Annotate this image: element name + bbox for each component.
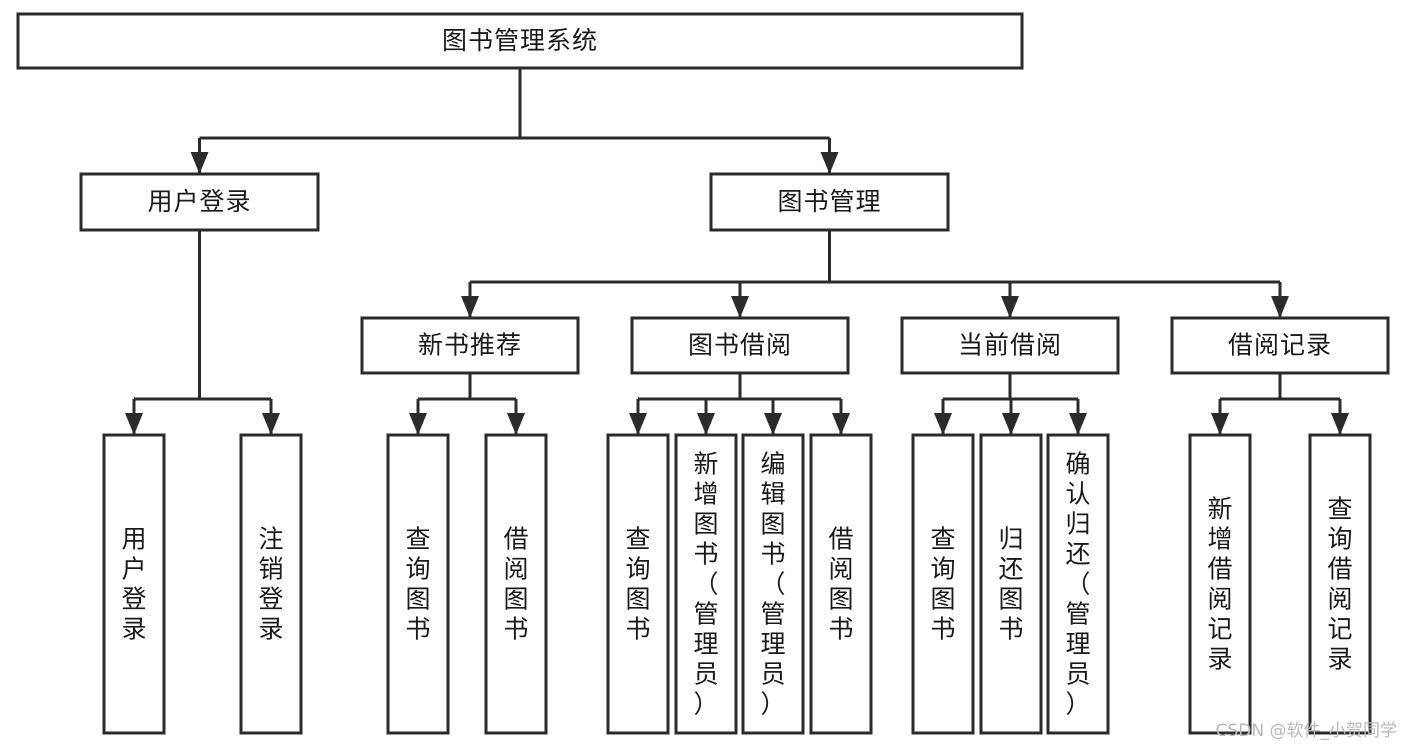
node-box-leaf-borrow-book-1 [484,433,548,735]
node-box-new-book-recommend [360,316,580,375]
arrow-icon-leaf-user-login [125,413,143,435]
node-borrow-record[interactable]: 借阅记录 [1170,316,1390,375]
node-leaf-add-borrow-record[interactable]: 新增借阅记录 [1188,433,1252,735]
node-leaf-edit-book-admin[interactable]: 编辑图书（管理员） [741,433,805,735]
edge-group-current-borrow [934,373,1087,435]
arrow-icon-current-borrow [1001,296,1019,318]
node-current-borrow[interactable]: 当前借阅 [900,316,1120,375]
arrow-icon-book-borrow [731,296,749,318]
arrow-icon-leaf-query-book-1 [409,413,427,435]
node-box-user-login [79,172,320,232]
arrow-icon-leaf-borrow-book-2 [832,413,850,435]
node-label-new-book-recommend: 新书推荐 [418,331,522,360]
arrow-icon-leaf-borrow-book-1 [507,413,525,435]
node-label-book-borrow: 图书借阅 [688,331,792,360]
node-leaf-query-book-3[interactable]: 查询图书 [911,433,975,735]
arrow-icon-leaf-query-book-3 [934,413,952,435]
node-label-leaf-borrow-book-1: 借阅图书 [503,524,528,643]
node-label-leaf-borrow-book-2: 借阅图书 [828,524,853,643]
node-book-borrow[interactable]: 图书借阅 [630,316,850,375]
arrow-icon-leaf-edit-book-admin [764,413,782,435]
edge-group-borrow-record [1211,373,1349,435]
node-label-leaf-add-book-admin: 新增图书（管理员） [693,449,718,718]
arrow-icon-new-book-recommend [461,296,479,318]
node-box-leaf-confirm-return-admin [1046,433,1110,735]
node-leaf-add-book-admin[interactable]: 新增图书（管理员） [674,433,738,735]
arrow-icon-leaf-query-book-2 [629,413,647,435]
arrow-icon-leaf-query-borrow-record [1331,413,1349,435]
node-leaf-query-borrow-record[interactable]: 查询借阅记录 [1308,433,1372,735]
node-box-leaf-user-logout [239,433,303,735]
node-user-login[interactable]: 用户登录 [79,172,320,232]
node-box-leaf-add-borrow-record [1188,433,1252,735]
node-label-leaf-confirm-return-admin: 确认归还（管理员） [1065,449,1090,718]
edges-layer [125,68,1349,435]
node-label-leaf-query-book-2: 查询图书 [625,524,650,643]
edge-group-book-borrow [629,373,850,435]
arrow-icon-leaf-confirm-return-admin [1069,413,1087,435]
node-leaf-borrow-book-1[interactable]: 借阅图书 [484,433,548,735]
node-box-leaf-edit-book-admin [741,433,805,735]
node-leaf-user-login[interactable]: 用户登录 [102,433,166,735]
node-box-borrow-record [1170,316,1390,375]
node-leaf-return-book[interactable]: 归还图书 [979,433,1043,735]
node-leaf-user-logout[interactable]: 注销登录 [239,433,303,735]
node-label-current-borrow: 当前借阅 [958,331,1062,360]
node-label-leaf-query-book-3: 查询图书 [930,524,955,643]
node-label-root: 图书管理系统 [442,26,598,55]
node-box-leaf-user-login [102,433,166,735]
csdn-watermark: CSDN @软件_小贺同学 [1215,721,1397,741]
edge-group-user-login [125,230,280,435]
node-label-leaf-edit-book-admin: 编辑图书（管理员） [760,449,785,718]
node-box-leaf-query-book-3 [911,433,975,735]
node-label-leaf-query-borrow-record: 查询借阅记录 [1327,494,1352,673]
nodes-layer: 图书管理系统用户登录图书管理新书推荐图书借阅当前借阅借阅记录用户登录注销登录查询… [16,12,1390,735]
arrow-icon-leaf-user-logout [262,413,280,435]
node-root[interactable]: 图书管理系统 [16,12,1024,70]
node-box-leaf-borrow-book-2 [809,433,873,735]
node-box-leaf-query-book-1 [386,433,450,735]
node-label-leaf-user-logout: 注销登录 [258,524,283,643]
node-leaf-query-book-2[interactable]: 查询图书 [606,433,670,735]
arrow-icon-leaf-add-borrow-record [1211,413,1229,435]
node-leaf-query-book-1[interactable]: 查询图书 [386,433,450,735]
node-box-leaf-query-book-2 [606,433,670,735]
node-label-leaf-user-login: 用户登录 [121,524,146,643]
edge-group-root [190,68,839,174]
node-leaf-confirm-return-admin[interactable]: 确认归还（管理员） [1046,433,1110,735]
node-box-root [16,12,1024,70]
node-box-current-borrow [900,316,1120,375]
node-box-book-manage [709,172,950,232]
arrow-icon-user-login [190,152,209,174]
node-box-leaf-add-book-admin [674,433,738,735]
arrow-icon-borrow-record [1271,296,1289,318]
node-leaf-borrow-book-2[interactable]: 借阅图书 [809,433,873,735]
node-label-leaf-query-book-1: 查询图书 [405,524,430,643]
node-box-leaf-return-book [979,433,1043,735]
edge-group-book-manage [461,230,1289,318]
node-box-book-borrow [630,316,850,375]
node-box-leaf-query-borrow-record [1308,433,1372,735]
node-label-book-manage: 图书管理 [777,187,881,216]
arrow-icon-leaf-add-book-admin [697,413,715,435]
node-label-borrow-record: 借阅记录 [1228,331,1332,360]
node-label-leaf-add-borrow-record: 新增借阅记录 [1207,494,1232,673]
node-label-user-login: 用户登录 [147,187,251,216]
node-book-manage[interactable]: 图书管理 [709,172,950,232]
edge-group-new-book-recommend [409,373,525,435]
node-label-leaf-return-book: 归还图书 [998,524,1023,643]
arrow-icon-leaf-return-book [1002,413,1020,435]
arrow-icon-book-manage [820,152,839,174]
node-new-book-recommend[interactable]: 新书推荐 [360,316,580,375]
